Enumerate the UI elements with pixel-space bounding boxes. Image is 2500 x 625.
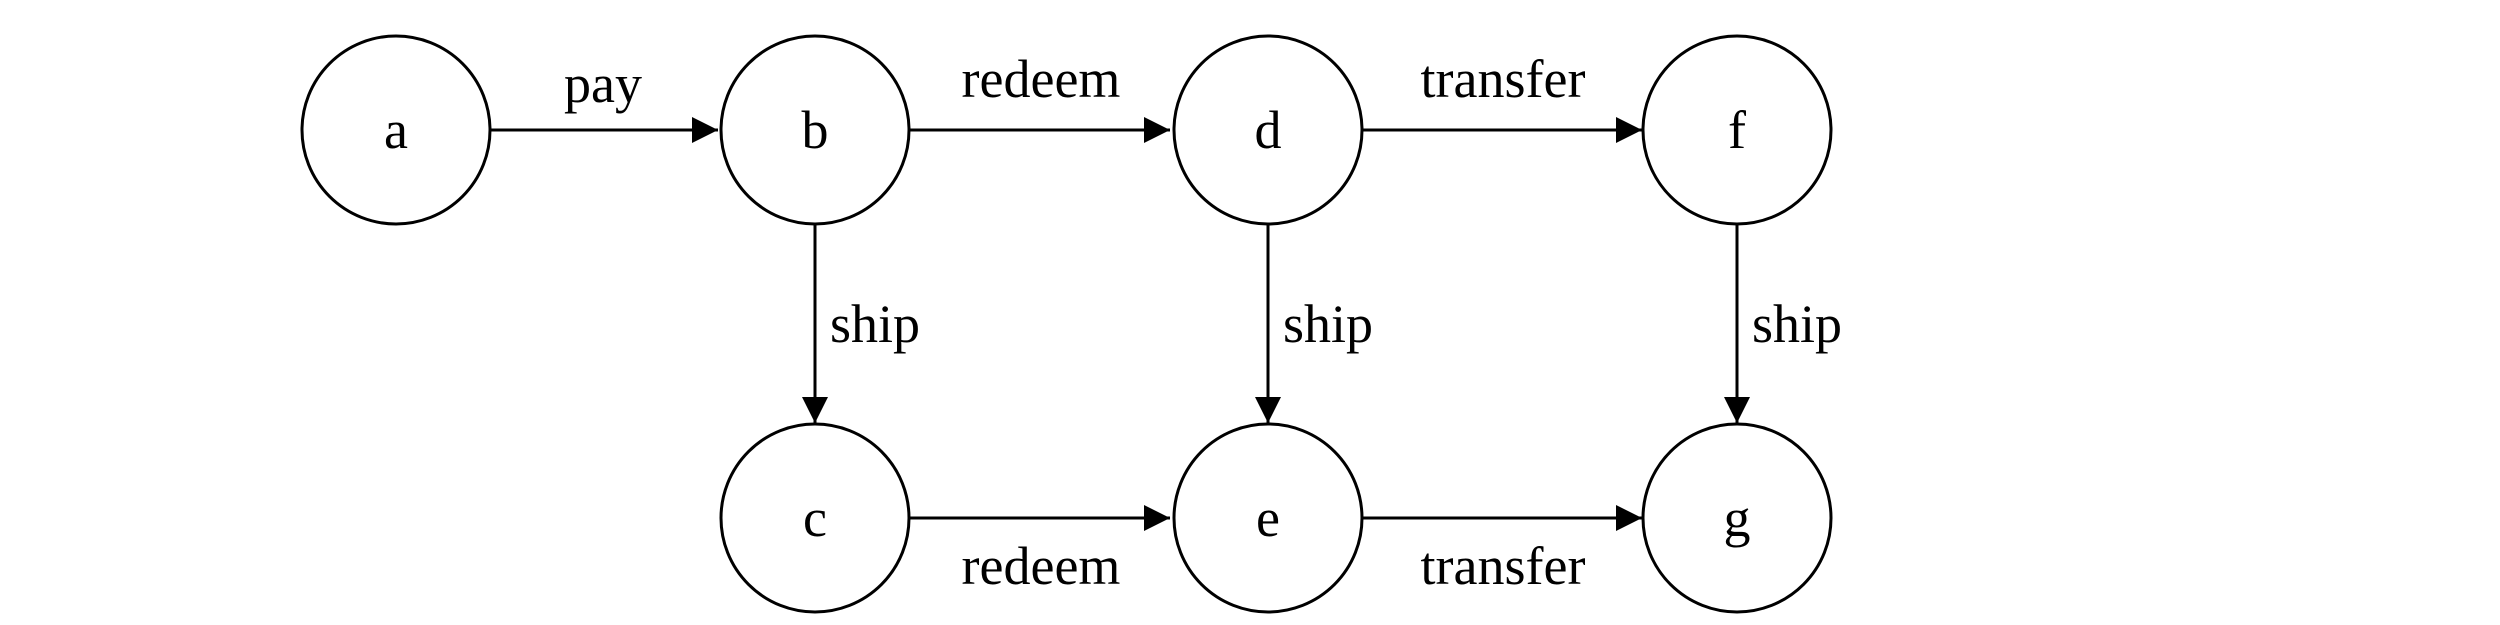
node-c: c <box>719 422 911 614</box>
edge-label-e-g: transfer <box>1421 536 1586 596</box>
node-d-circle <box>1172 34 1364 226</box>
node-c-circle <box>719 422 911 614</box>
node-g-circle <box>1641 422 1833 614</box>
edge-label-c-e: redeem <box>962 536 1121 596</box>
node-a: a <box>300 34 492 226</box>
node-g: g <box>1641 422 1833 614</box>
node-e-label: e <box>1256 488 1280 548</box>
edge-label-f-g: ship <box>1752 294 1842 354</box>
node-a-label: a <box>384 100 408 160</box>
edge-label-d-e: ship <box>1283 294 1373 354</box>
node-f-circle <box>1641 34 1833 226</box>
node-e-circle <box>1172 422 1364 614</box>
node-g-label: g <box>1724 488 1751 548</box>
edge-label-b-c: ship <box>830 294 920 354</box>
node-b: b <box>719 34 911 226</box>
edge-label-b-d: redeem <box>962 49 1121 109</box>
node-b-label: b <box>802 100 829 160</box>
node-b-circle <box>719 34 911 226</box>
node-a-circle <box>300 34 492 226</box>
node-d-label: d <box>1255 100 1282 160</box>
edge-labels: pay redeem transfer ship ship ship redee… <box>564 49 1842 596</box>
edge-label-a-b: pay <box>564 54 642 114</box>
nodes: a b d f c e g <box>300 34 1833 614</box>
node-f: f <box>1641 34 1833 226</box>
node-e: e <box>1172 422 1364 614</box>
node-d: d <box>1172 34 1364 226</box>
edge-label-d-f: transfer <box>1421 49 1586 109</box>
node-f-label: f <box>1728 100 1746 160</box>
node-c-label: c <box>803 488 827 548</box>
edges <box>491 117 1750 531</box>
